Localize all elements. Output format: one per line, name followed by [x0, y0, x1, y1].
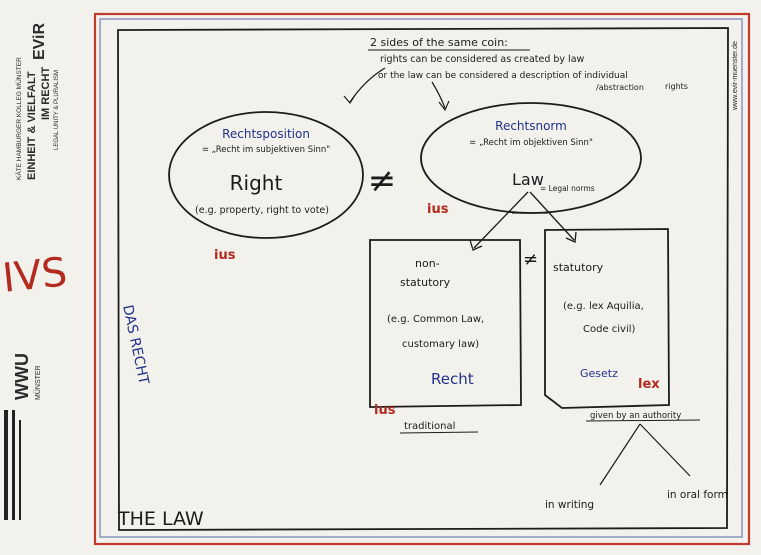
- split-line-left: [473, 191, 529, 249]
- left-box-latin: ius: [374, 403, 396, 418]
- wwu-bar: [12, 410, 15, 520]
- top-note-line1: 2 sides of the same coin:: [370, 36, 508, 49]
- margin-line3: IM RECHT: [40, 67, 52, 120]
- right-box: [544, 228, 670, 409]
- left-box-german: Recht: [431, 370, 474, 388]
- not-equal-big: ≠: [368, 161, 397, 201]
- arrowhead: [343, 94, 356, 105]
- ivs-label: IVS: [0, 249, 69, 301]
- top-note-line4: /abstraction: [596, 83, 644, 92]
- branch-right: in oral form: [667, 489, 728, 501]
- outer-blue-frame: [99, 18, 743, 538]
- right-oval-subtitle: = „Recht im objektiven Sinn": [469, 138, 593, 148]
- arrowhead: [565, 231, 577, 243]
- right-oval-main: Law: [512, 170, 544, 189]
- arrow-to-law-oval: [431, 81, 446, 109]
- right-box-line1: statutory: [553, 261, 604, 274]
- outer-red-frame: [93, 12, 751, 546]
- branch-line-left: [599, 423, 641, 486]
- left-oval-text: Rechtsposition = „Recht im subjektiven S…: [195, 127, 330, 263]
- left-oval-title: Rechtsposition: [222, 127, 310, 141]
- left-oval-subtitle: = „Recht im subjektiven Sinn": [202, 145, 330, 155]
- left-box-below: traditional: [404, 421, 455, 432]
- top-note-line2: rights can be considered as created by l…: [380, 54, 585, 65]
- wwu-sub: MÜNSTER: [34, 365, 42, 400]
- top-note: 2 sides of the same coin: rights can be …: [343, 36, 688, 112]
- wwu-bar: [4, 410, 8, 520]
- right-box-text: statutory (e.g. lex Aquilia, Code civil)…: [553, 261, 701, 422]
- arrowhead: [438, 100, 450, 112]
- left-oval-main: Right: [230, 171, 283, 195]
- left-margin-branding: KÄTE HAMBURGER KOLLEG MÜNSTER EINHEIT & …: [4, 23, 60, 520]
- underline: [399, 431, 479, 434]
- left-oval-latin: ius: [214, 248, 236, 263]
- right-oval-main-note: = Legal norms: [540, 184, 595, 193]
- margin-line4: LEGAL UNITY & PLURALISM: [54, 70, 60, 150]
- right-oval-title: Rechtsnorm: [495, 119, 567, 133]
- margin-line2: EINHEIT & VIELFALT: [26, 71, 38, 180]
- right-box-example2: Code civil): [583, 324, 636, 335]
- top-note-line5: rights: [665, 82, 688, 91]
- right-oval-latin: ius: [427, 202, 449, 217]
- wwu-bar: [19, 420, 21, 520]
- branch-left: in writing: [545, 499, 594, 511]
- left-box: [369, 239, 522, 408]
- left-oval-example: (e.g. property, right to vote): [195, 205, 329, 216]
- left-box-line1: non-: [415, 257, 440, 270]
- evir-logo: EViR: [31, 23, 48, 61]
- right-box-below: given by an authority: [590, 411, 681, 421]
- branch-line-right: [639, 423, 691, 477]
- right-box-example1: (e.g. lex Aquilia,: [563, 301, 644, 312]
- margin-line1: KÄTE HAMBURGER KOLLEG MÜNSTER: [15, 57, 23, 180]
- right-box-german: Gesetz: [580, 367, 618, 380]
- top-note-line3: or the law can be considered a descripti…: [378, 71, 628, 81]
- inner-black-frame: [117, 27, 729, 531]
- right-box-latin: lex: [638, 377, 660, 392]
- right-oval-text: Rechtsnorm = „Recht im objektiven Sinn" …: [427, 119, 595, 217]
- not-equal-small: ≠: [523, 249, 538, 270]
- split-line-right: [529, 191, 575, 241]
- left-box-text: non- statutory (e.g. Common Law, customa…: [374, 257, 484, 434]
- left-box-line2: statutory: [400, 276, 451, 289]
- the-law-label: THE LAW: [117, 508, 204, 530]
- left-box-example1: (e.g. Common Law,: [387, 314, 484, 325]
- url-label: www.evir-muenster.de: [732, 41, 739, 111]
- arrowhead: [469, 239, 483, 251]
- left-oval: [168, 111, 364, 239]
- underline: [585, 419, 701, 422]
- left-box-example2: customary law): [402, 339, 479, 350]
- wwu-logo: WWU: [12, 353, 32, 400]
